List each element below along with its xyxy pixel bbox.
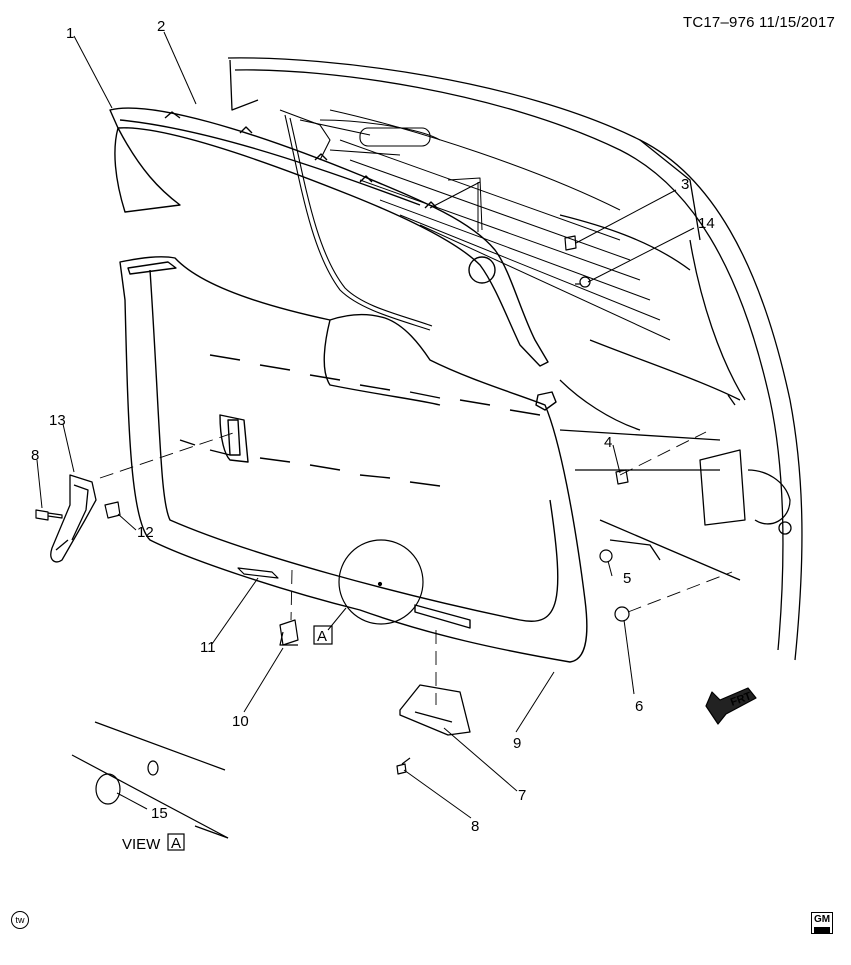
pull-handle bbox=[399, 684, 471, 736]
view-caption-prefix: VIEW bbox=[122, 836, 161, 853]
callout-6: 6 bbox=[635, 698, 643, 715]
diagram-date: 11/15/2017 bbox=[759, 14, 835, 31]
bolt-8a bbox=[35, 509, 63, 521]
wiring-harness bbox=[279, 109, 433, 331]
callout-12: 12 bbox=[137, 524, 154, 541]
callout-11: 11 bbox=[200, 639, 216, 656]
callout-2: 2 bbox=[157, 18, 165, 35]
view-a-magnifier-circle bbox=[338, 539, 424, 625]
clip-3 bbox=[564, 235, 577, 251]
callout-15: 15 bbox=[151, 805, 168, 822]
screw-8b bbox=[396, 757, 411, 775]
push-pin-retainer bbox=[104, 501, 121, 519]
leader-lines bbox=[36, 31, 695, 819]
callout-8a: 8 bbox=[31, 447, 39, 464]
callout-8b: 8 bbox=[471, 818, 479, 835]
callout-13: 13 bbox=[49, 412, 66, 429]
pull-strap bbox=[50, 474, 97, 563]
liftgate-outer-panel bbox=[227, 57, 803, 661]
callout-1: 1 bbox=[66, 25, 74, 42]
view-a-detail bbox=[71, 721, 229, 839]
view-a-caption: VIEW A bbox=[122, 833, 185, 853]
gm-logo-icon: GM bbox=[811, 912, 833, 934]
front-direction-arrow bbox=[705, 687, 757, 725]
upper-trim-molding bbox=[109, 107, 549, 367]
projection-lines bbox=[99, 431, 733, 705]
tw-icon: tw bbox=[11, 911, 29, 929]
diagram-id-code: TC17–976 bbox=[683, 14, 755, 31]
callout-7: 7 bbox=[518, 787, 526, 804]
adhesive-pad bbox=[237, 567, 279, 579]
callout-10: 10 bbox=[232, 713, 249, 730]
callout-14: 14 bbox=[698, 215, 715, 232]
pin-14 bbox=[575, 276, 591, 288]
nut-5 bbox=[599, 549, 613, 563]
retainer-clip bbox=[279, 619, 299, 646]
diagram-id: TC17–976 11/15/2017 bbox=[683, 14, 835, 31]
gm-logo-text: GM bbox=[813, 914, 831, 925]
callout-5: 5 bbox=[623, 570, 631, 587]
callout-3: 3 bbox=[681, 176, 689, 193]
liftgate-window-area bbox=[319, 109, 671, 341]
callout-labels: 1 2 3 14 4 5 6 7 8 8 9 10 11 12 13 15 bbox=[31, 18, 715, 835]
callout-4: 4 bbox=[604, 434, 612, 451]
nut-6 bbox=[614, 606, 630, 622]
callout-9: 9 bbox=[513, 735, 521, 752]
clip-4 bbox=[615, 469, 629, 485]
view-caption-letter: A bbox=[171, 835, 181, 852]
view-a-dot bbox=[377, 581, 383, 587]
lower-trim-panel bbox=[119, 256, 588, 663]
view-a-box-letter: A bbox=[317, 628, 327, 645]
view-a-label-box: A bbox=[313, 625, 333, 645]
